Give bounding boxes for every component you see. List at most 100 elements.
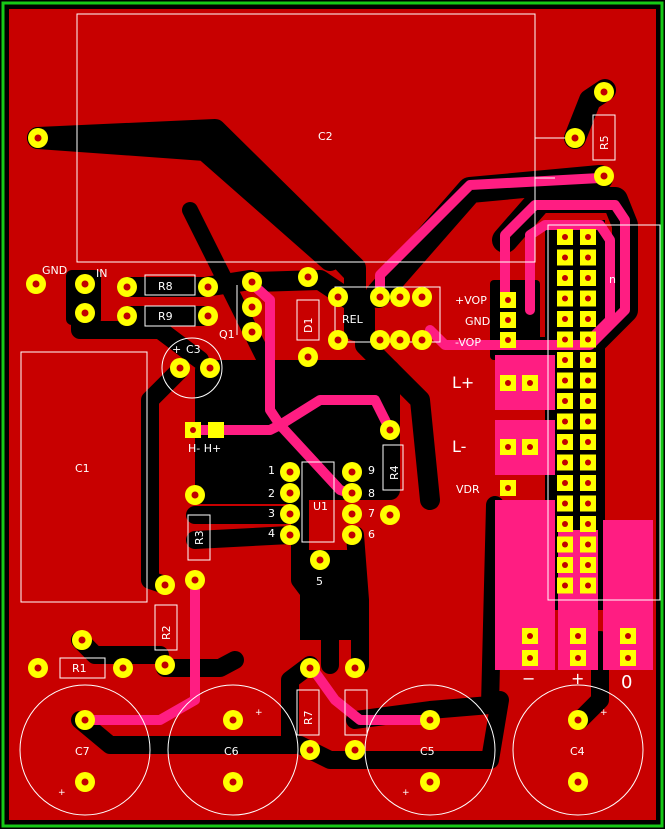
pad-hole [123, 312, 131, 320]
label-in: IN [96, 267, 107, 280]
label-c4: C4 [570, 745, 585, 758]
pad-hole [334, 293, 342, 301]
pad-hole [304, 273, 312, 281]
pad-hole [304, 353, 312, 361]
pad-hole [575, 655, 581, 661]
pad-hole [585, 500, 591, 507]
pad-hole [34, 134, 42, 142]
pad-hole [386, 426, 394, 434]
label-c1: C1 [75, 462, 90, 475]
pad-hole [527, 655, 533, 661]
pad-hole [585, 521, 591, 527]
label-c6-plus: + [255, 708, 263, 718]
label-gnd: GND [42, 264, 67, 277]
label-connector-n: n [609, 273, 616, 286]
pad-hole [334, 336, 342, 344]
pad-hole [562, 480, 568, 486]
pad-hole [625, 655, 631, 661]
pad-hole [562, 562, 568, 568]
pad-hole [426, 716, 434, 724]
pad-hole [316, 556, 324, 564]
label-c3: C3 [186, 343, 201, 356]
pad-hole [505, 317, 511, 323]
pad-hole [574, 778, 582, 786]
label-r9: R9 [158, 310, 173, 323]
pad-hole [119, 664, 127, 672]
label-pin2: 2 [268, 487, 275, 500]
pad-hole [527, 633, 533, 639]
label-zero-terminal: 0 [621, 672, 632, 693]
pad-hole [585, 316, 591, 322]
pad-hole [505, 337, 511, 343]
label-pin6: 6 [368, 528, 375, 541]
pad-hole [32, 280, 40, 288]
label-r2: R2 [160, 625, 173, 640]
pad-hole [585, 357, 591, 363]
label-c4-plus: + [600, 708, 608, 718]
pad-hole [585, 295, 591, 302]
pad-hole [396, 336, 404, 344]
square-pads [185, 229, 636, 666]
pad-hole [562, 377, 568, 384]
pad-hole [426, 778, 434, 786]
pad-hole [176, 364, 184, 372]
label-pin5: 5 [316, 575, 323, 588]
label-vop-minus: -VOP [455, 336, 481, 349]
pad-hole [248, 328, 256, 336]
pad-hole [562, 582, 568, 589]
pad-hole [348, 468, 356, 476]
pad-hole [306, 746, 314, 754]
pad-hole [418, 293, 426, 301]
label-r1: R1 [72, 662, 87, 675]
pad-hole [505, 380, 511, 386]
pad-hole [190, 427, 196, 433]
label-r5: R5 [598, 135, 611, 150]
pad-hole [562, 336, 568, 343]
pad-hole [585, 582, 591, 589]
pad-hole [562, 316, 568, 322]
label-pin1: 1 [268, 464, 275, 477]
pad-hole [562, 521, 568, 527]
pad-hole [527, 380, 533, 386]
label-c7: C7 [75, 745, 90, 758]
label-pin9: 9 [368, 464, 375, 477]
label-h-pads: H- H+ [188, 442, 221, 455]
pad-hole [585, 418, 591, 425]
label-gnd2: GND [465, 315, 490, 328]
label-plus-terminal: + [571, 669, 584, 688]
pad-hole [204, 283, 212, 291]
pad-hole [81, 778, 89, 786]
pad-hole [248, 303, 256, 311]
pad-hole [505, 297, 511, 303]
label-vdr: VDR [456, 483, 480, 496]
pad-hole [286, 489, 294, 497]
pad-hole [571, 134, 579, 142]
pad-hole [505, 444, 511, 450]
pad-hole [81, 309, 89, 317]
pad-hole [348, 531, 356, 539]
pad-hole [286, 510, 294, 518]
pad-hole [351, 746, 359, 754]
pad-hole [527, 444, 533, 450]
pad-hole [348, 489, 356, 497]
label-rel: REL [342, 313, 364, 326]
pad-hole [585, 562, 591, 568]
label-c5-plus: + [402, 788, 410, 798]
pad-hole [625, 633, 631, 639]
pad-hole [585, 439, 591, 445]
round-pads [26, 82, 614, 792]
pad-hole [161, 661, 169, 669]
label-vop-plus: +VOP [455, 294, 487, 307]
pad-hole [585, 254, 591, 261]
pad-hole [562, 275, 568, 281]
pad-hole [286, 468, 294, 476]
label-c3-plus: + [172, 343, 181, 356]
label-pin7: 7 [368, 507, 375, 520]
pad-hole [585, 275, 591, 281]
pad-hole [81, 716, 89, 724]
pad-hole [34, 664, 42, 672]
pad-hole [306, 664, 314, 672]
silkscreen-text: C2 R5 GND IN R8 R9 Q1 D1 REL +VOP GND -V… [42, 130, 632, 798]
